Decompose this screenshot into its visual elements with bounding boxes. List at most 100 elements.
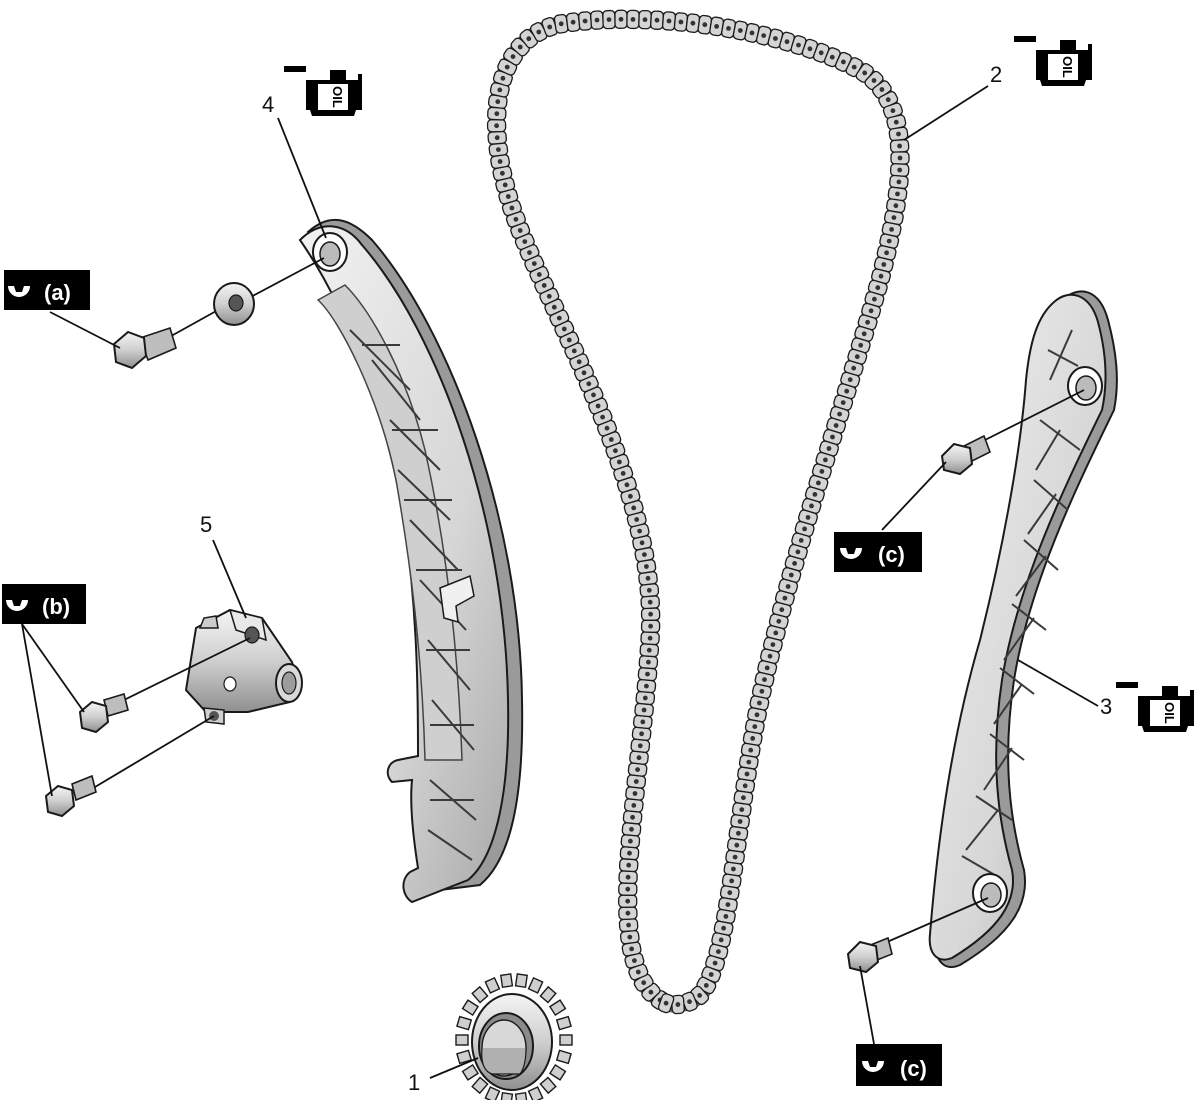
sprocket-tooth	[548, 999, 567, 1017]
chain-pin	[823, 457, 828, 463]
chain-pin	[625, 910, 631, 916]
sprocket-tooth	[461, 1063, 480, 1081]
chain-pin	[731, 866, 736, 872]
chain-pin	[851, 365, 857, 371]
callout-1: 1	[408, 1070, 420, 1095]
oil-label: OIL	[330, 86, 345, 108]
chain-pin	[739, 807, 745, 812]
tensioner-guide	[298, 218, 524, 904]
chain-pin	[547, 24, 553, 30]
chain-pin	[536, 272, 542, 277]
sprocket-tooth	[484, 1086, 501, 1104]
chain-pin	[754, 712, 760, 718]
chain-pin	[788, 572, 794, 578]
chain-pin	[726, 26, 731, 31]
chain-pin	[712, 960, 718, 966]
chain-pin	[844, 388, 850, 394]
sprocket-tooth	[514, 973, 528, 989]
chain-pin	[595, 403, 601, 409]
chain-pin	[628, 493, 633, 499]
chain-pin	[625, 898, 631, 904]
chain-pin	[570, 19, 576, 25]
chain-pin	[631, 505, 637, 511]
chain-pin	[795, 549, 801, 555]
chain-pin	[702, 22, 708, 28]
oil-can-icon: OIL	[284, 66, 362, 116]
chain-pin	[517, 44, 523, 50]
chain-pin	[750, 736, 756, 741]
chain-pin	[620, 471, 626, 476]
chain-pin	[617, 459, 622, 465]
chain-pin	[494, 123, 499, 129]
chain-pin	[764, 665, 770, 671]
chain-pin	[865, 319, 870, 325]
sprocket-tooth	[555, 1015, 572, 1031]
sprocket-tooth	[559, 1034, 573, 1046]
chain-pin	[886, 238, 892, 244]
timing-chain	[486, 9, 910, 1015]
chain-pin	[641, 980, 647, 986]
chain-tensioner	[184, 608, 303, 725]
chain-pin	[762, 677, 767, 682]
chain-pin	[690, 20, 696, 26]
chain-pin	[729, 878, 735, 884]
sprocket-tooth	[527, 1086, 544, 1104]
torque-badge-a: (a)	[4, 270, 90, 310]
chain-pin	[878, 273, 884, 279]
callout-5: 5	[200, 512, 212, 537]
oil-can-icon: OIL	[1116, 682, 1194, 732]
chain-pin	[495, 99, 501, 105]
chain-guide	[928, 290, 1118, 968]
svg-text:(a): (a)	[44, 280, 71, 305]
chain-pin	[741, 795, 746, 801]
chain-pin	[708, 972, 714, 977]
chain-pin	[500, 170, 505, 176]
chain-pin	[897, 167, 903, 173]
chain-pin	[648, 623, 653, 629]
chain-pin	[779, 607, 785, 613]
chain-pin	[854, 354, 860, 360]
crank-sprocket	[455, 973, 573, 1105]
chain-pin	[642, 552, 647, 557]
chain-pin	[571, 348, 577, 354]
chain-pin	[829, 54, 835, 60]
svg-text:(b): (b)	[42, 594, 70, 619]
chain-pin	[600, 414, 605, 420]
sprocket-tooth	[456, 1015, 473, 1031]
chain-pin	[837, 411, 842, 417]
chain-pin	[723, 914, 729, 919]
chain-pin	[861, 331, 867, 337]
chain-pin	[895, 191, 900, 197]
chain-pin	[840, 400, 846, 405]
chain-pin	[896, 179, 902, 185]
chain-pin	[654, 17, 660, 23]
chain-pin	[734, 842, 740, 848]
callout-2: 2	[990, 62, 1002, 87]
chain-pin	[697, 993, 702, 998]
chain-pin	[868, 308, 874, 314]
chain-pin	[841, 59, 846, 65]
chain-pin	[889, 227, 894, 232]
chain-pin	[646, 587, 652, 593]
sprocket-tooth	[527, 976, 544, 994]
chain-pin	[858, 342, 864, 348]
chain-pin	[884, 250, 889, 256]
chain-pin	[497, 87, 503, 93]
chain-pin	[818, 50, 824, 56]
chain-pin	[608, 437, 614, 442]
chain-pin	[875, 285, 881, 291]
chain-pin	[807, 46, 813, 52]
chain-pin	[500, 75, 506, 81]
sprocket-tooth	[461, 999, 480, 1017]
chain-pin	[703, 983, 709, 988]
chain-pin	[556, 315, 562, 321]
chain-pin	[885, 97, 891, 103]
chain-pin	[675, 1002, 681, 1007]
chain-pin	[646, 647, 652, 653]
chain-pin	[631, 803, 637, 808]
chain-pin	[809, 503, 814, 509]
chain-pin	[606, 17, 612, 22]
oil-label: OIL	[1060, 56, 1075, 78]
